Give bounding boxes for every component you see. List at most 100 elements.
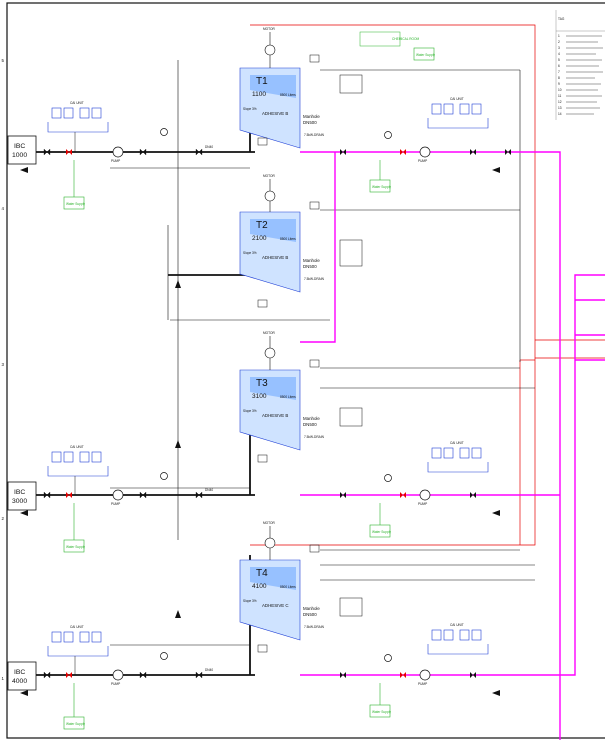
red-valves-right [400,149,406,678]
svg-text:10: 10 [558,88,562,92]
svg-text:MOTOR: MOTOR [263,174,276,178]
svg-text:Slope 3%: Slope 3% [243,251,257,255]
svg-text:8: 8 [558,76,560,80]
flow-arrows [20,167,500,696]
ibc-1000: IBC 1000 [7,135,37,165]
svg-text:8500 Liters: 8500 Liters [280,237,296,241]
svg-text:7: 7 [558,70,560,74]
pump-1001-icon [112,146,124,158]
ca-unit-left-4: CAI UNIT [47,625,109,675]
pump-right-3-icon [419,489,431,501]
gauge-right-1-icon [384,131,392,139]
svg-text:7.5kW-DRAIN: 7.5kW-DRAIN [304,435,325,439]
pump-labels-left: PUMP PUMP PUMP [111,159,120,686]
sheet-frame [6,2,605,739]
svg-text:Slope 3%: Slope 3% [243,107,257,111]
svg-text:Water Supply: Water Supply [372,530,391,534]
svg-text:DN500: DN500 [303,612,317,617]
gauge-right-4-icon [384,654,392,662]
svg-text:Manhole: Manhole [303,258,320,263]
svg-text:IBC: IBC [14,143,25,150]
row-number-2: 2 [2,516,5,521]
svg-text:PUMP: PUMP [111,502,120,506]
red-boundary [250,24,605,546]
svg-text:CAI UNIT: CAI UNIT [70,445,84,449]
svg-text:PUMP: PUMP [111,682,120,686]
row-number-1: 1 [2,676,5,681]
tank-t1: T1 1100 8500 Liters ADHESIVE B Slope 3% … [239,27,325,149]
svg-text:2: 2 [558,40,560,44]
tank-t2: T2 2100 8500 Liters ADHESIVE B Slope 3% … [239,174,325,293]
svg-text:7.5kW-DRAIN: 7.5kW-DRAIN [304,277,325,281]
gauge-4-icon [160,652,168,660]
red-valves-left [66,149,72,678]
svg-text:3: 3 [558,46,560,50]
svg-text:Slope 3%: Slope 3% [243,409,257,413]
svg-text:CAI UNIT: CAI UNIT [70,101,84,105]
svg-text:DN40: DN40 [205,145,213,149]
svg-text:4100: 4100 [252,583,267,590]
svg-text:PUMP: PUMP [418,682,427,686]
svg-text:6: 6 [558,64,560,68]
ibc-feed-lines [36,72,255,676]
svg-text:CAI UNIT: CAI UNIT [450,441,464,445]
svg-text:PUMP: PUMP [418,502,427,506]
water-supply-labels: Water Supply Water Supply Water Supply W… [66,53,435,726]
svg-text:T3: T3 [256,378,268,389]
gauge-1-icon [160,128,168,136]
ca-unit-right-1: CAI UNIT [427,97,489,129]
svg-text:Manhole: Manhole [303,606,320,611]
svg-text:4000: 4000 [12,678,27,685]
svg-text:T4: T4 [256,568,268,579]
water-supply-boxes [63,47,435,730]
svg-text:8500 Liters: 8500 Liters [280,395,296,399]
svg-text:12: 12 [558,100,562,104]
ca-unit-right-4: CAI UNIT [427,623,489,655]
chemical-room-note: CHEMICAL ROOM [359,31,419,47]
svg-text:T2: T2 [256,220,268,231]
svg-text:11: 11 [558,94,562,98]
svg-text:MOTOR: MOTOR [263,521,276,525]
svg-text:Water Supply: Water Supply [372,185,391,189]
svg-text:ADHESIVE C: ADHESIVE C [262,603,289,608]
svg-text:CHEMICAL ROOM: CHEMICAL ROOM [392,37,419,41]
svg-text:MOTOR: MOTOR [263,331,276,335]
pumps-left [112,128,168,681]
svg-text:4: 4 [558,52,560,56]
pump-labels-right: PUMP PUMP PUMP [418,159,427,686]
svg-text:Manhole: Manhole [303,114,320,119]
svg-text:CAI UNIT: CAI UNIT [70,625,84,629]
row-number-5: 5 [2,58,5,63]
tank-t4: T4 4100 8500 Liters ADHESIVE C Slope 3% … [239,521,325,641]
ca-unit-right-3: CAI UNIT [427,441,489,473]
svg-text:8500 Liters: 8500 Liters [280,93,296,97]
svg-text:ADHESIVE B: ADHESIVE B [262,413,288,418]
svg-text:7.5kW-DRAIN: 7.5kW-DRAIN [304,133,325,137]
legend-block: TAG 1 2 3 4 5 6 7 8 9 10 11 12 13 14 [555,10,605,120]
ibc-3000: IBC 3000 [7,481,37,511]
pumps-right [384,131,431,681]
svg-text:Water Supply: Water Supply [66,545,85,549]
svg-text:5: 5 [558,58,560,62]
ca-unit-left-1: CAI UNIT [47,101,109,152]
pump-3001-icon [112,489,124,501]
tank-t4-agitator-icon [264,537,276,549]
svg-text:3000: 3000 [12,498,27,505]
valves-right [340,149,511,678]
svg-text:14: 14 [558,112,562,116]
svg-text:DN500: DN500 [303,264,317,269]
svg-text:PUMP: PUMP [418,159,427,163]
svg-text:DN500: DN500 [303,422,317,427]
svg-text:DN40: DN40 [205,488,213,492]
ca-unit-left-3: CAI UNIT [47,445,109,495]
svg-text:IBC: IBC [14,489,25,496]
svg-text:IBC: IBC [14,669,25,676]
svg-text:Manhole: Manhole [303,416,320,421]
legend-header: TAG [558,17,565,21]
tank-t1-agitator-icon [264,44,276,56]
svg-text:DN40: DN40 [205,668,213,672]
svg-text:ADHESIVE B: ADHESIVE B [262,255,288,260]
svg-text:CAI UNIT: CAI UNIT [450,623,464,627]
instrument-boxes [257,54,363,653]
gauge-3-icon [160,472,168,480]
